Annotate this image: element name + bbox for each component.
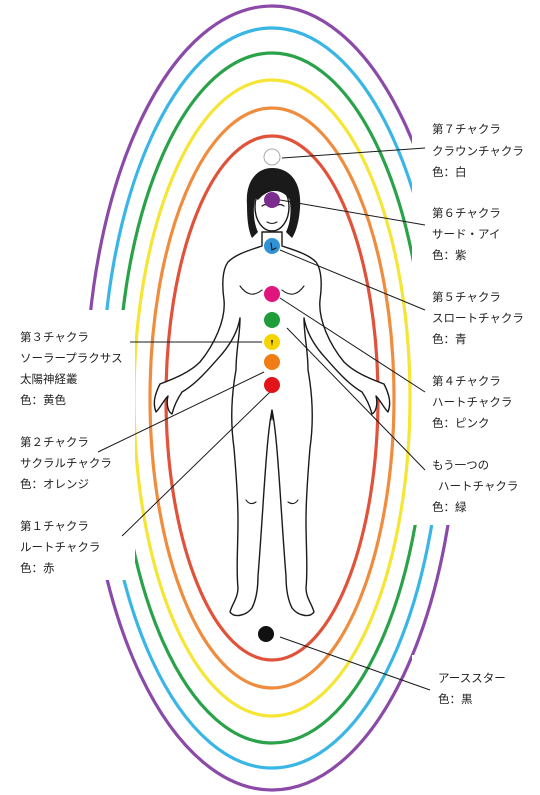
leader-sixth [279,199,426,226]
label-fourth-name: ハートチャクラ [432,395,512,409]
label-gap-earthstar [412,655,540,715]
label-first-number: 第１チャクラ [20,519,89,533]
label-sixth-chakra: 第６チャクラ サード・アイ 色：紫 [432,206,501,262]
label-second-color: 色：オレンジ [20,477,89,491]
hair-front [255,177,292,200]
chakra-dot-second [264,354,280,370]
leader-fifth [279,249,426,311]
label-other-heart-chakra: もう一つの ハートチャクラ 色：緑 [432,458,518,514]
chakra-dot-fourth [264,286,280,302]
label-fourth-chakra: 第４チャクラ ハートチャクラ 色：ピンク [432,374,512,430]
label-sixth-name: サード・アイ [432,227,500,241]
label-sixth-color: 色：紫 [432,248,467,262]
label-second-name: サクラルチャクラ [20,456,112,470]
right-breast [281,285,305,295]
chakra-dot-first [264,377,280,393]
mouth [266,221,278,225]
label-gap-right [412,105,540,525]
label-third-number: 第３チャクラ [20,330,89,344]
chakra-dot-seventh [263,148,281,166]
chakra-dot-other-heart [264,312,280,328]
label-fifth-name: スロートチャクラ [432,311,524,325]
aura-ring-orange [148,106,396,690]
label-fourth-color: 色：ピンク [432,416,490,430]
label-earth-star: アーススター 色：黒 [438,671,506,706]
label-third-alt-name: 太陽神経叢 [20,372,78,386]
leader-fourth [279,297,426,393]
label-first-color: 色：赤 [20,561,55,575]
label-second-chakra: 第２チャクラ サクラルチャクラ 色：オレンジ [20,435,112,491]
throat-mark [270,242,277,251]
label-earth-star-name: アーススター [438,671,506,685]
label-fifth-chakra: 第５チャクラ スロートチャクラ 色：青 [432,290,524,346]
right-knee [287,499,299,505]
label-first-name: ルートチャクラ [20,540,100,554]
leader-earth-star [279,636,431,691]
leader-other-heart [286,327,426,471]
label-seventh-number: 第７チャクラ [432,122,501,136]
chakra-dot-earth-star [258,626,274,642]
label-third-chakra: 第３チャクラ ソーラープラクサス 太陽神経叢 色：黄色 [20,330,123,407]
label-first-chakra: 第１チャクラ ルートチャクラ 色：赤 [20,519,100,575]
leader-seventh [281,147,426,159]
label-seventh-color: 色：白 [432,165,467,179]
label-fifth-number: 第５チャクラ [432,290,501,304]
leader-second [97,371,265,453]
label-seventh-chakra: 第７チャクラ クラウンチャクラ 色：白 [432,122,524,179]
label-other-heart-line1: もう一つの [432,458,489,472]
label-second-number: 第２チャクラ [20,435,89,449]
left-breast [239,285,263,295]
label-third-name: ソーラープラクサス [20,351,123,365]
label-earth-star-color: 色：黒 [438,692,473,706]
left-knee [245,499,257,505]
label-fourth-number: 第４チャクラ [432,374,501,388]
label-seventh-name: クラウンチャクラ [432,144,524,158]
label-sixth-number: 第６チャクラ [432,206,501,220]
label-other-heart-color: 色：緑 [432,500,467,514]
label-third-color: 色：黄色 [20,393,66,407]
leader-lines [97,147,431,691]
chakra-dot-fifth [264,238,280,254]
chakra-dot-sixth [264,192,280,208]
solar-plexus-mark [271,340,273,346]
leader-first [121,391,271,537]
label-other-heart-name: ハートチャクラ [438,479,518,493]
label-fifth-color: 色：青 [432,332,467,346]
